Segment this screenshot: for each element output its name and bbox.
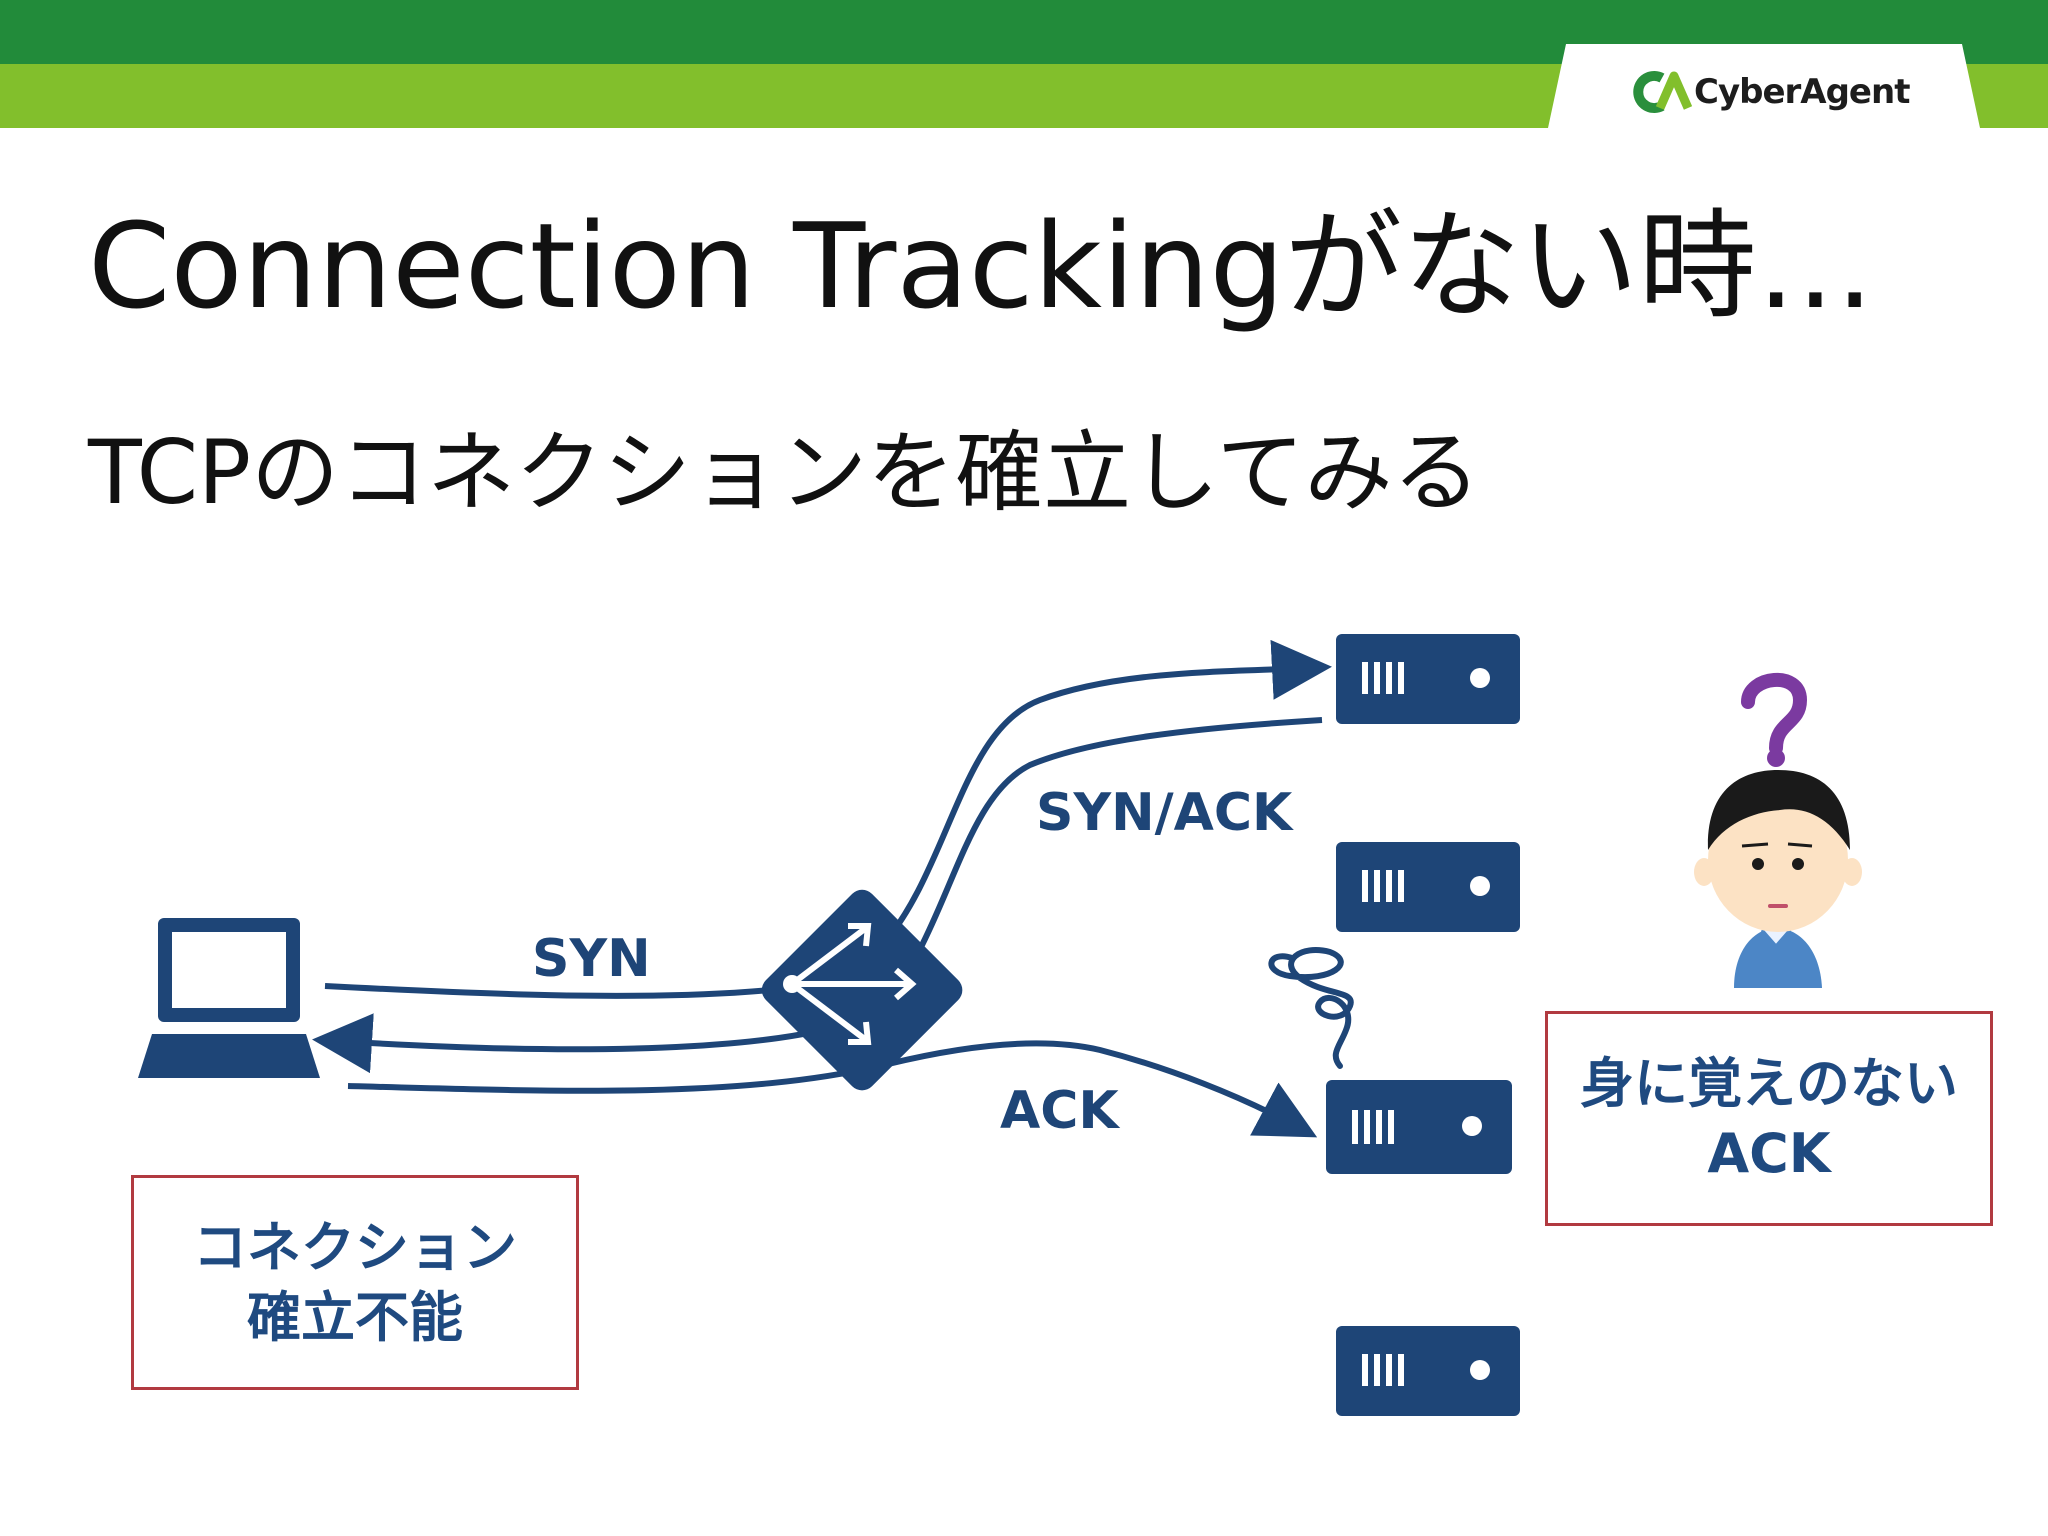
logo-tab <box>1548 44 1980 128</box>
server-icon <box>1336 634 1520 724</box>
router-icon <box>761 889 963 1091</box>
page-subtitle: TCPのコネクションを確立してみる <box>88 421 1481 524</box>
unknown-ack-box: 身に覚えのない ACK <box>1545 1011 1993 1226</box>
syn-ack-return-line <box>312 717 1323 1074</box>
cyberagent-logo: CyberAgent <box>1632 70 1910 114</box>
ack-label: ACK <box>1000 1081 1120 1141</box>
confused-person-icon <box>1694 770 1862 988</box>
logo-text: CyberAgent <box>1694 72 1910 112</box>
unknown-ack-line2: ACK <box>1707 1121 1831 1185</box>
page-title: Connection Trackingがない時… <box>88 197 1875 335</box>
ack-line <box>347 1040 1318 1138</box>
syn-label: SYN <box>532 929 651 989</box>
syn-forward-line <box>877 639 1332 951</box>
question-mark-icon <box>1741 672 1808 767</box>
server-icon <box>1336 1326 1520 1416</box>
server-icon <box>1336 842 1520 932</box>
syn-ack-label: SYN/ACK <box>1036 783 1294 843</box>
connection-failed-line1: コネクション <box>193 1215 517 1279</box>
laptop-icon <box>138 918 320 1078</box>
connection-failed-line2: 確立不能 <box>247 1285 463 1349</box>
cyberagent-logo-icon <box>1633 71 1692 113</box>
unknown-ack-line1: 身に覚えのない <box>1580 1051 1958 1115</box>
syn-line <box>324 983 771 999</box>
connection-failed-box: コネクション 確立不能 <box>131 1175 579 1390</box>
swirl-icon <box>1268 947 1354 1069</box>
server-icon <box>1326 1080 1512 1174</box>
